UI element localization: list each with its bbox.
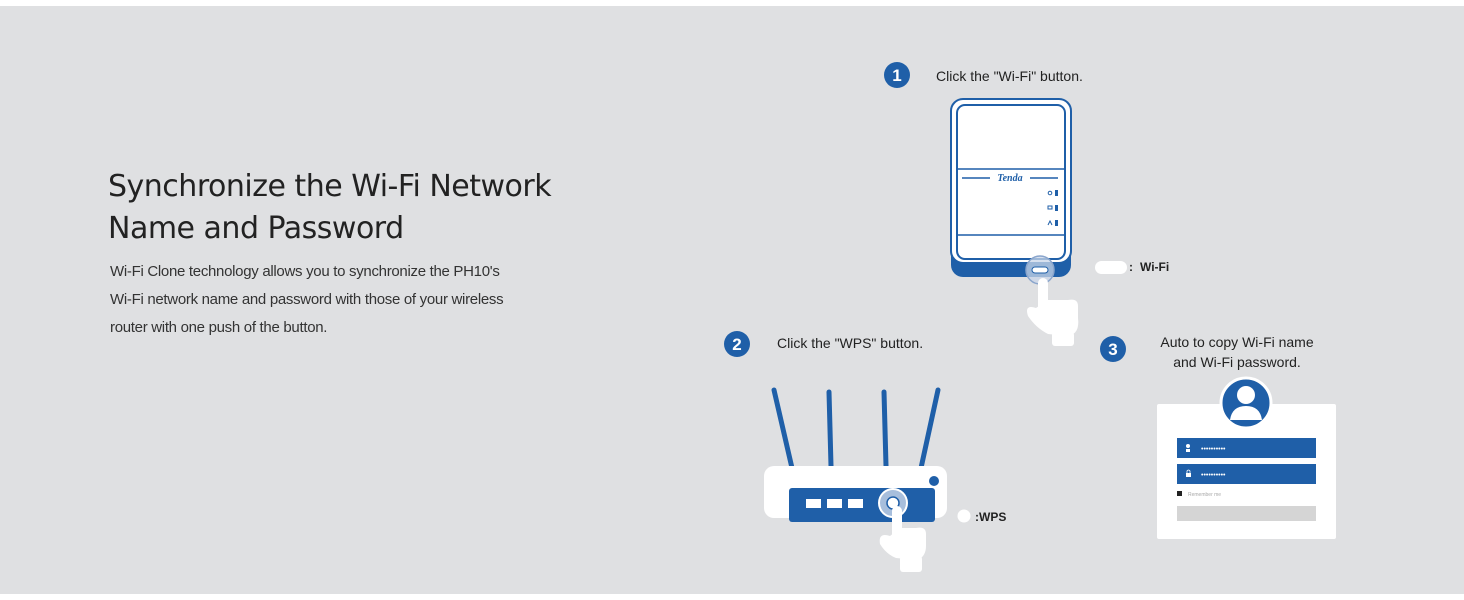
username-masked-value: •••••••••• [1201, 446, 1226, 453]
step-1-badge: 1 [884, 62, 910, 88]
remember-checkbox [1177, 491, 1182, 496]
headline-line-1: Synchronize the Wi-Fi Network [108, 169, 552, 204]
headline: Synchronize the Wi-Fi Network Name and P… [108, 166, 668, 250]
description-line-2: Wi-Fi network name and password with tho… [110, 291, 504, 308]
step-3-line-1: Auto to copy Wi-Fi name [1160, 334, 1314, 350]
password-field [1177, 464, 1316, 484]
router [764, 387, 947, 522]
wifi-legend-colon: : [1129, 260, 1133, 274]
remember-label: Remember me [1188, 492, 1221, 498]
password-masked-value: •••••••••• [1201, 472, 1226, 479]
step-3-badge: 3 [1100, 336, 1126, 362]
step-2-badge: 2 [724, 331, 750, 357]
powerline-adapter: Tenda [950, 98, 1072, 285]
step-1-number: 1 [892, 66, 901, 85]
description-line-3: router with one push of the button. [110, 319, 328, 336]
step-3-instruction: Auto to copy Wi-Fi name and Wi-Fi passwo… [1146, 332, 1328, 372]
wifi-clone-illustration: 1 Tenda [724, 62, 1336, 572]
login-submit-bar [1177, 506, 1316, 521]
hand-pointer-icon [1027, 278, 1079, 346]
wifi-button-legend-icon [1095, 261, 1127, 274]
step-2-number: 2 [732, 335, 741, 354]
step-2-instruction: Click the "WPS" button. [777, 335, 924, 351]
wifi-button-label: Wi-Fi [1140, 260, 1170, 274]
headline-line-2: Name and Password [108, 211, 404, 246]
hand-pointer-icon [879, 506, 926, 572]
username-field [1177, 438, 1316, 458]
feature-panel: Synchronize the Wi-Fi Network Name and P… [0, 6, 1464, 594]
brand-logo: Tenda [997, 173, 1022, 184]
user-icon [1186, 444, 1190, 448]
step-1-instruction: Click the "Wi-Fi" button. [936, 68, 1083, 84]
wps-button-label: :WPS [975, 510, 1007, 524]
lock-icon [1186, 473, 1191, 477]
wifi-button [1031, 266, 1049, 274]
wps-button-legend-icon [957, 509, 971, 523]
login-card: •••••••••• •••••••••• Remember me [1157, 376, 1336, 539]
description-line-1: Wi-Fi Clone technology allows you to syn… [110, 263, 500, 280]
description: Wi-Fi Clone technology allows you to syn… [110, 258, 580, 342]
step-3-line-2: and Wi-Fi password. [1173, 354, 1301, 370]
step-3-number: 3 [1108, 340, 1117, 359]
